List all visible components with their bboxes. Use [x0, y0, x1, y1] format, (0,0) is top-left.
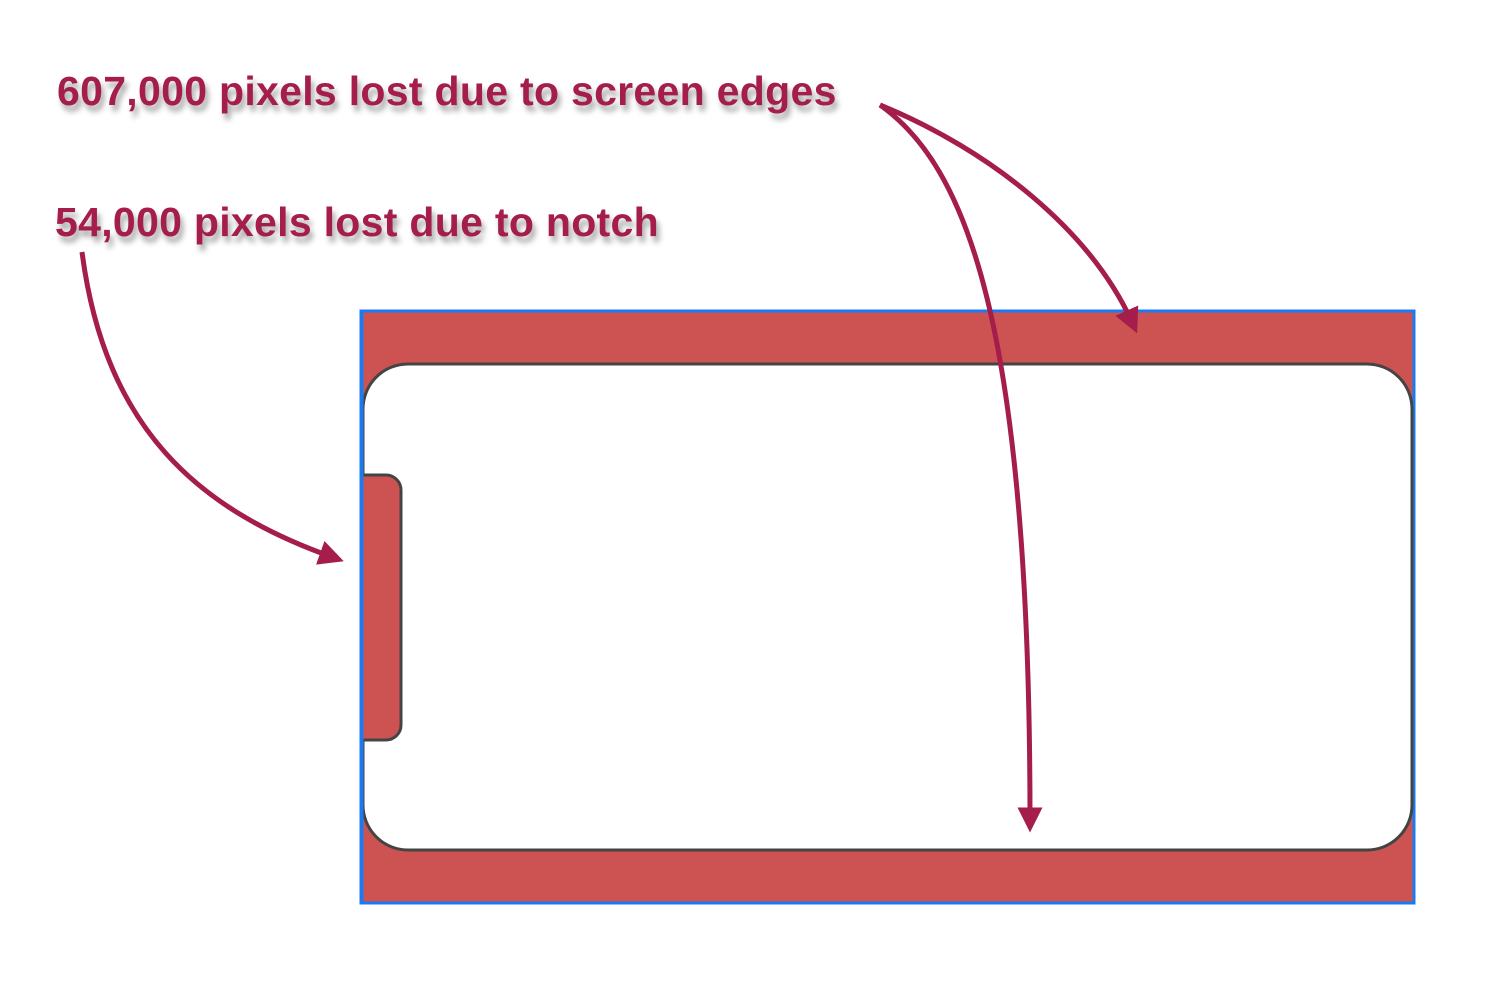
notch-annotation: 54,000 pixels lost due to notch: [55, 199, 659, 245]
top-edge-arrow: [879, 102, 1139, 334]
bottom-edge-arrow: [878, 102, 1043, 833]
screen-edges-annotation: 607,000 pixels lost due to screen edges: [57, 68, 837, 114]
usable-screen-area: [361, 362, 1414, 852]
notch-arrow: [79, 251, 344, 565]
